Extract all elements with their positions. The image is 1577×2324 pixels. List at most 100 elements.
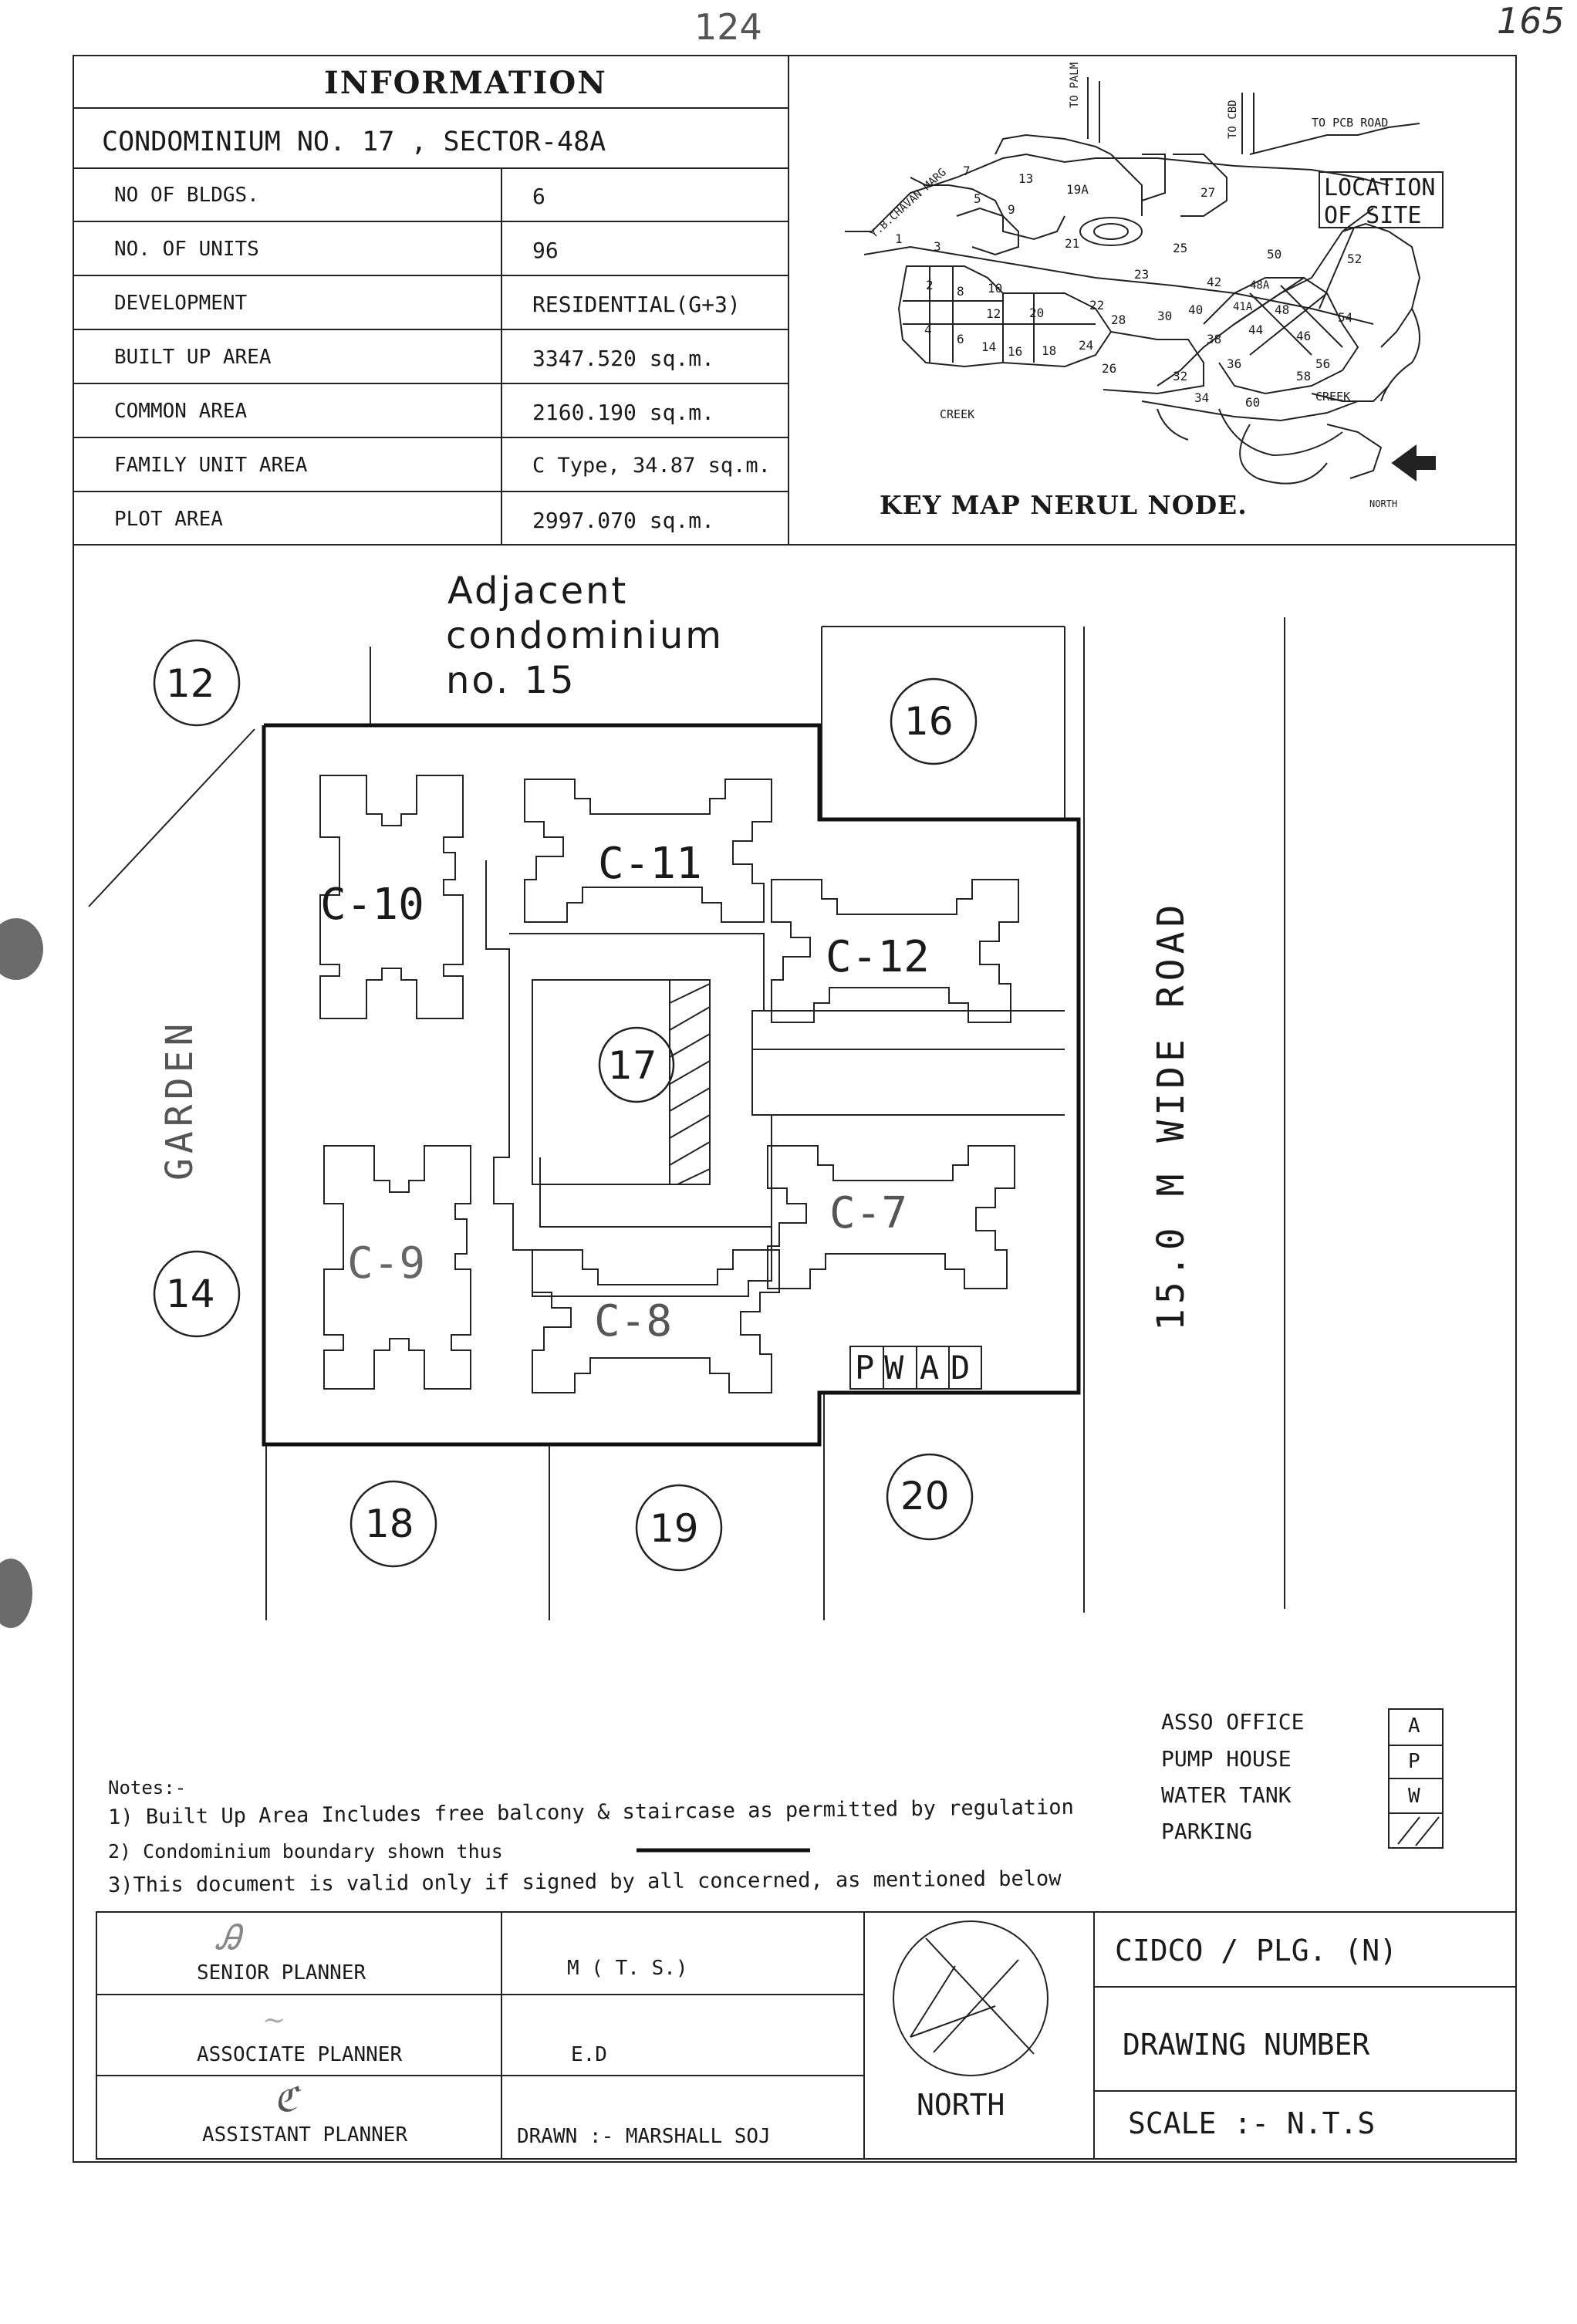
key-map-caption: KEY MAP NERUL NODE.: [880, 490, 1248, 520]
office-label: CIDCO / PLG. (N): [1115, 1934, 1398, 1968]
notes-heading: Notes:-: [108, 1777, 187, 1799]
info-row-value: RESIDENTIAL(G+3): [532, 292, 741, 317]
drawing-number-label: DRAWING NUMBER: [1123, 2028, 1370, 2062]
key-map-sector: 41A: [1233, 301, 1253, 313]
plot-number: 17: [608, 1043, 657, 1088]
key-map-north-arrow: [1391, 444, 1436, 481]
key-map-sector: 21: [1065, 236, 1080, 251]
key-map-north-label: NORTH: [1369, 498, 1398, 509]
key-map-sector: 42: [1207, 275, 1222, 289]
building-label-c10: C-10: [320, 880, 424, 930]
signature: Ꭿ: [216, 1918, 241, 1957]
key-map-location-label: OF SITE: [1324, 202, 1422, 229]
key-map-sector: 27: [1200, 185, 1216, 200]
key-map-creek-label: CREEK: [940, 407, 975, 421]
plot-number: 20: [900, 1474, 950, 1518]
legend-label: ASSO OFFICE: [1161, 1709, 1305, 1735]
key-map-sector: 13: [1018, 171, 1034, 186]
utility-cell-label: A: [920, 1349, 940, 1387]
building-c11-outline: [524, 779, 772, 923]
key-map-sector: 22: [1089, 298, 1105, 312]
info-row-label: DEVELOPMENT: [114, 292, 248, 315]
key-map-sector: 44: [1248, 323, 1264, 337]
building-label-c12: C-12: [826, 932, 930, 982]
key-map-sector: 3: [934, 239, 941, 254]
key-map-sector: 30: [1157, 309, 1173, 323]
adjacent-condominium-label: no. 15: [446, 659, 576, 702]
key-map-sector: 19A: [1066, 182, 1089, 197]
legend-label: PUMP HOUSE: [1161, 1746, 1292, 1772]
key-map-sector: 38: [1207, 332, 1222, 346]
key-map-lines: [845, 77, 1421, 485]
north-label: NORTH: [917, 2088, 1005, 2122]
punch-hole: [0, 918, 43, 980]
utility-cell-label: P: [855, 1349, 875, 1387]
key-map-sector: 24: [1079, 338, 1094, 353]
plot-number: 19: [650, 1506, 699, 1551]
note-item: 2) Condominium boundary shown thus: [108, 1840, 503, 1863]
info-row-label: NO. OF UNITS: [114, 238, 259, 261]
key-map-sector: 54: [1338, 310, 1353, 325]
key-map-sector: 50: [1267, 247, 1282, 262]
key-map-location-label: LOCATION: [1324, 174, 1436, 201]
legend-label: PARKING: [1161, 1819, 1253, 1844]
adjacent-condominium-label: Adjacent: [447, 569, 629, 613]
key-map-sector: 12: [986, 306, 1001, 321]
plot-number: 14: [166, 1272, 215, 1316]
building-c12-outline: [771, 879, 1019, 1023]
key-map-sector: 46: [1296, 329, 1312, 343]
building-label-c9: C-9: [347, 1238, 426, 1289]
key-map-sector: 34: [1194, 390, 1210, 405]
info-row-label: PLOT AREA: [114, 508, 223, 531]
key-map-sector: 26: [1102, 361, 1117, 376]
key-map-creek-label: CREEK: [1315, 390, 1351, 404]
key-map-sector: 7: [963, 164, 971, 178]
title-role: SENIOR PLANNER: [197, 1961, 366, 1985]
key-map-sector: 32: [1173, 369, 1188, 383]
key-map-sector: 10: [988, 281, 1003, 296]
scale-label: SCALE :- N.T.S: [1128, 2106, 1376, 2140]
key-map-sector: 18: [1042, 343, 1057, 358]
key-map-sector: 8: [957, 284, 964, 299]
utility-cell-label: D: [951, 1349, 971, 1387]
info-subtitle: CONDOMINIUM NO. 17 , SECTOR-48A: [102, 127, 606, 157]
title-role: ASSOCIATE PLANNER: [197, 2043, 403, 2066]
key-map-sector: 60: [1245, 395, 1261, 410]
adjacent-condominium-label: condominium: [446, 614, 724, 657]
building-c9-outline: [323, 1145, 471, 1390]
info-row-value: 2160.190 sq.m.: [532, 400, 715, 425]
garden-label: GARDEN: [158, 1018, 201, 1181]
legend-symbol: A: [1408, 1714, 1420, 1738]
building-c7-outline: [767, 1145, 1015, 1289]
key-map-sector: 1: [895, 231, 903, 246]
info-row-value: 6: [532, 184, 545, 209]
plot-number: 16: [904, 699, 954, 744]
plot-number: 12: [166, 661, 215, 706]
corner-number-right: 165: [1497, 0, 1565, 42]
key-map-sector: 28: [1111, 312, 1126, 327]
building-label-c11: C-11: [598, 839, 702, 889]
corner-number-left: 124: [694, 6, 762, 48]
info-row-label: FAMILY UNIT AREA: [114, 454, 308, 477]
key-map-sector: 20: [1029, 306, 1045, 320]
key-map-sector: 6: [957, 332, 964, 346]
key-map-road-label: TO PCB ROAD: [1312, 116, 1389, 130]
title-name: E.D: [571, 2043, 607, 2066]
legend-symbol: P: [1408, 1750, 1420, 1773]
plot-number: 18: [365, 1501, 414, 1546]
key-map-sector: 14: [981, 339, 997, 354]
key-map-sector: 40: [1188, 302, 1204, 317]
road-label: 15.0 M WIDE ROAD: [1150, 900, 1193, 1331]
building-label-c8: C-8: [594, 1296, 673, 1346]
site-plan-lines: [88, 617, 1285, 1620]
key-map-sector: 9: [1008, 202, 1015, 217]
key-map-sector: 52: [1347, 252, 1363, 266]
legend-symbol: W: [1408, 1785, 1420, 1808]
info-row-value: 3347.520 sq.m.: [532, 346, 715, 371]
key-map-sector: 23: [1134, 267, 1150, 282]
title-name: DRAWN :- MARSHALL SOJ: [517, 2125, 771, 2148]
signature: ~: [262, 2005, 286, 2036]
key-map-sector: 25: [1173, 241, 1188, 255]
title-name: M ( T. S.): [567, 1957, 688, 1980]
